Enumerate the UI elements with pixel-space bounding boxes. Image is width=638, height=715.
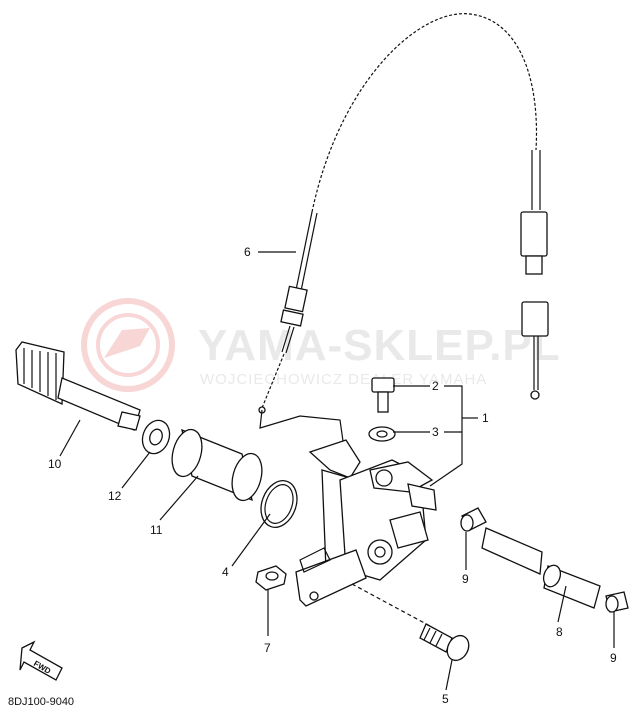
callout-7: 7: [264, 641, 271, 655]
plug-7: [255, 565, 287, 591]
callout-2: 2: [432, 379, 439, 393]
watermark: YAMA-SKLEP.PL WOJCIECHOWICZ DEALER YAMAH…: [81, 298, 561, 392]
oil-pump-assembly: [295, 439, 437, 607]
pump-drive-gear: [15, 341, 141, 431]
callout-10: 10: [48, 457, 62, 471]
callout-12: 12: [108, 489, 122, 503]
watermark-title: YAMA-SKLEP.PL: [198, 321, 561, 370]
bolt-2: [371, 377, 395, 413]
watermark-logo-icon: [81, 298, 175, 392]
leader-lines: [59, 251, 615, 691]
fwd-arrow-icon: FWD: [19, 640, 63, 681]
collar-11: [171, 428, 263, 502]
diagram-code: 8DJ100-9040: [8, 696, 74, 708]
callout-labels: 1 2 3 4 5 6 7 8 9 9 10 11 12: [48, 245, 617, 706]
washer-3: [368, 426, 396, 442]
callout-3: 3: [432, 425, 439, 439]
bolt-5: [419, 623, 470, 662]
washer-12: [141, 419, 171, 455]
oil-pump-cable: [258, 13, 549, 449]
hose-clip-9a: [460, 507, 487, 532]
callout-6: 6: [244, 245, 251, 259]
callout-11: 11: [150, 523, 163, 537]
oil-hose-8: [481, 527, 601, 609]
callout-9a: 9: [462, 572, 469, 586]
callout-8: 8: [556, 625, 563, 639]
callout-9b: 9: [610, 651, 617, 665]
hose-clip-9b: [605, 591, 629, 613]
callout-5: 5: [442, 692, 449, 706]
o-ring-4: [260, 480, 298, 528]
callout-1: 1: [482, 411, 489, 425]
callout-4: 4: [222, 565, 229, 579]
